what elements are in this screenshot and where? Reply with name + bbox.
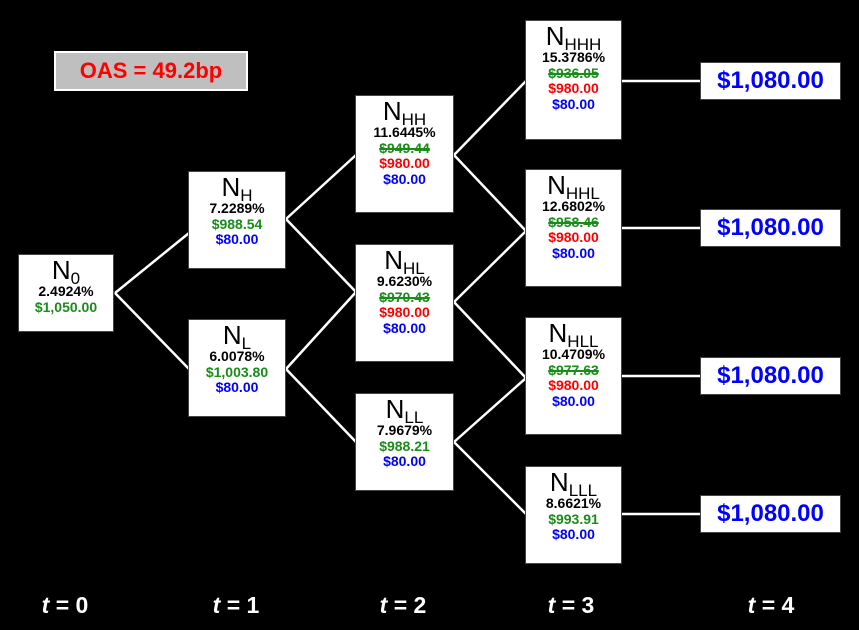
node-coupon: $80.00 [383, 320, 426, 337]
node-value: $1,003.80 [205, 363, 269, 380]
node-rate: 11.6445% [373, 124, 436, 140]
edge-nhl-nhhl [453, 230, 527, 303]
node-value-struck: $936.05 [548, 64, 599, 81]
node-nlll: NLLL 8.6621% $993.91 $80.00 [525, 466, 622, 564]
edge-nhl-nhll [453, 301, 527, 379]
node-label: NH [221, 172, 253, 205]
node-value-struck: $958.46 [548, 213, 599, 230]
edge-nhh-nhhl [453, 154, 527, 232]
node-value: $988.21 [379, 437, 430, 454]
node-nhhh: NHHH 15.3786% $936.05 $980.00 $80.00 [525, 20, 622, 140]
node-rate: 10.4709% [541, 346, 606, 362]
node-coupon: $80.00 [552, 245, 595, 262]
node-label: N0 [51, 255, 81, 288]
final-cashflow-3: $1,080.00 [700, 357, 841, 395]
node-nll: NLL 7.9679% $988.21 $80.00 [355, 393, 454, 491]
node-nh: NH 7.2289% $988.54 $80.00 [188, 171, 286, 269]
node-nhl: NHL 9.6230% $970.43 $980.00 $80.00 [355, 244, 454, 362]
time-label-3: t = 3 [547, 592, 595, 618]
node-value-struck: $970.43 [379, 288, 430, 305]
node-value-struck: $949.44 [379, 139, 430, 156]
final-cashflow-1: $1,080.00 [700, 62, 841, 100]
node-rate: 7.9679% [376, 422, 433, 438]
node-call-price: $980.00 [548, 377, 599, 394]
node-label: NHHH [545, 21, 602, 54]
node-coupon: $80.00 [552, 96, 595, 113]
final-cashflow-4: $1,080.00 [700, 495, 841, 533]
edge-n0-nh [114, 232, 190, 294]
node-label: NLL [385, 394, 424, 427]
node-coupon: $80.00 [552, 393, 595, 410]
oas-badge: OAS = 49.2bp [54, 51, 248, 91]
node-rate: 12.6802% [541, 198, 606, 214]
node-coupon: $80.00 [215, 231, 259, 248]
node-call-price: $980.00 [548, 229, 599, 246]
node-rate: 8.6621% [545, 495, 602, 511]
node-nhh: NHH 11.6445% $949.44 $980.00 $80.00 [355, 95, 454, 213]
node-value: $993.91 [548, 510, 599, 527]
edge-n0-nl [114, 292, 190, 370]
node-call-price: $980.00 [379, 155, 430, 172]
time-label-4: t = 4 [747, 592, 795, 618]
node-label: NL [222, 320, 252, 353]
node-call-price: $980.00 [548, 80, 599, 97]
node-nhll: NHLL 10.4709% $977.63 $980.00 $80.00 [525, 317, 622, 435]
node-nhhl: NHHL 12.6802% $958.46 $980.00 $80.00 [525, 169, 622, 287]
node-nl: NL 6.0078% $1,003.80 $80.00 [188, 319, 286, 417]
node-coupon: $80.00 [383, 453, 426, 470]
node-rate: 7.2289% [209, 200, 265, 216]
node-value-struck: $977.63 [548, 361, 599, 378]
node-coupon: $80.00 [215, 379, 259, 396]
edge-nll-nlll [453, 441, 527, 515]
node-label: NHH [382, 96, 427, 129]
node-coupon: $80.00 [383, 171, 426, 188]
edge-nl-nll [285, 368, 357, 443]
node-value: $1,050.00 [34, 298, 98, 315]
node-rate: 2.4924% [38, 283, 94, 299]
node-label: NHLL [548, 318, 599, 351]
node-call-price: $980.00 [379, 304, 430, 321]
edge-nhh-nhhh [453, 80, 527, 156]
node-rate: 9.6230% [376, 273, 433, 289]
final-cashflow-2: $1,080.00 [700, 209, 841, 247]
node-label: NHL [384, 245, 425, 278]
node-label: NLLL [549, 467, 598, 500]
time-label-2: t = 2 [379, 592, 427, 618]
time-label-0: t = 0 [41, 592, 89, 618]
node-n0: N0 2.4924% $1,050.00 [18, 254, 114, 332]
node-rate: 15.3786% [541, 49, 606, 65]
edge-nh-nhh [285, 154, 357, 220]
node-label: NHHL [547, 170, 600, 203]
edge-nh-nhl [285, 218, 357, 293]
edge-nll-nhll [453, 377, 527, 443]
node-value: $988.54 [211, 215, 263, 232]
time-label-1: t = 1 [212, 592, 260, 618]
node-rate: 6.0078% [209, 348, 265, 364]
edge-nl-nhl [285, 291, 357, 370]
node-coupon: $80.00 [552, 526, 595, 543]
